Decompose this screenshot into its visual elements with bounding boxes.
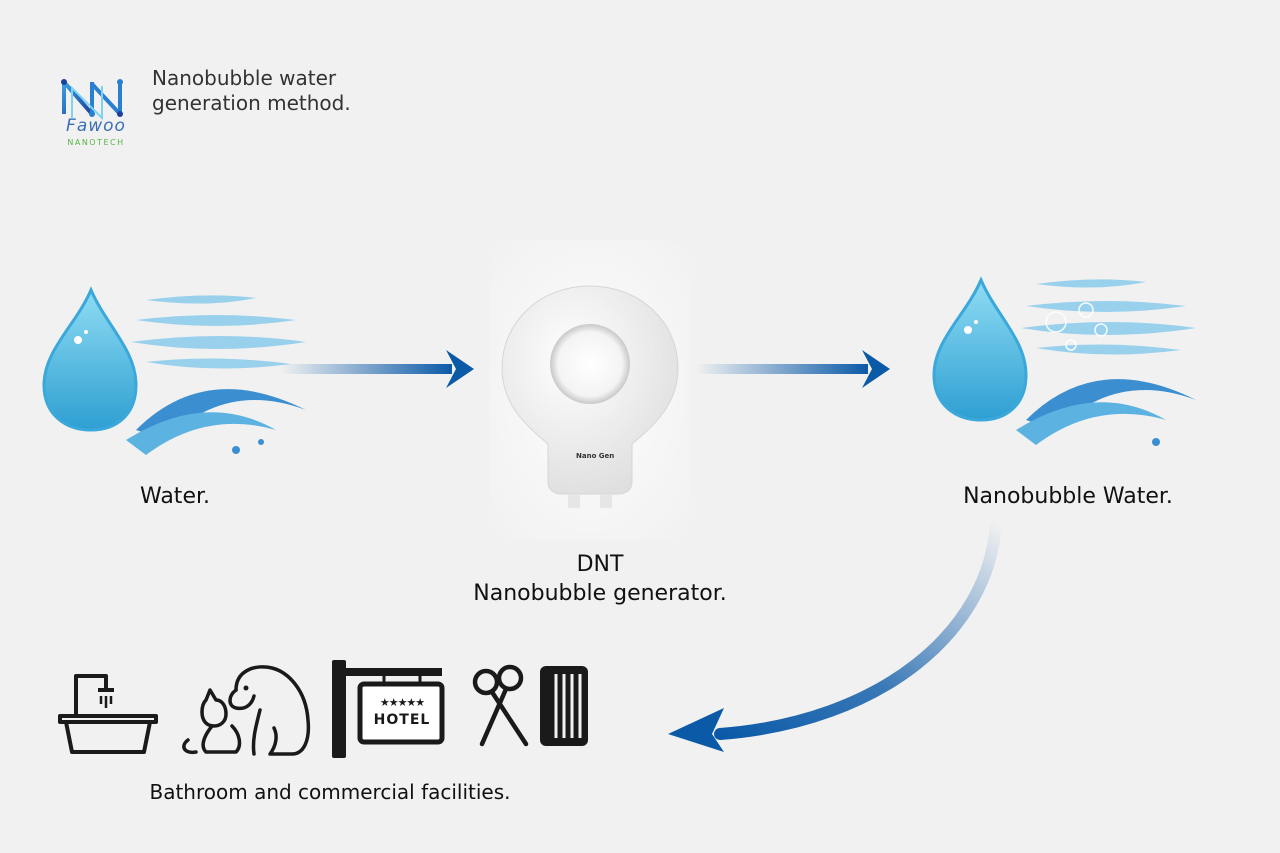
generator-label: DNT Nanobubble generator. [430,550,770,608]
hotel-sign-stars: ★★★★★ [379,696,425,709]
generator-label-line1: DNT [576,552,624,577]
hotel-sign-icon [332,660,445,758]
flow-arrow-1 [280,350,474,388]
facilities-label: Bathroom and commercial facilities. [149,780,511,804]
nanobubble-water-icon [932,276,1196,446]
logo-subtitle: NANOTECH [67,138,125,147]
generator-label-line2: Nanobubble generator. [473,581,727,606]
scissors-comb-icon [472,664,588,747]
fawoo-logo-icon [61,79,123,121]
water-label: Water. [139,484,210,509]
hotel-sign-text: HOTEL [373,712,431,728]
flow-arrow-curved [668,516,1002,752]
page-title: Nanobubble water generation method. [152,66,351,115]
water-drop-icon [42,286,306,455]
nanobubble-generator-device [501,285,679,508]
nanobubble-water-label: Nanobubble Water. [963,484,1173,509]
logo-wordmark: Fawoo [66,116,126,136]
generator-badge: Nano Gen [576,452,615,460]
bathtub-icon [58,674,158,754]
flow-arrow-2 [696,350,890,388]
pets-icon [182,665,311,756]
